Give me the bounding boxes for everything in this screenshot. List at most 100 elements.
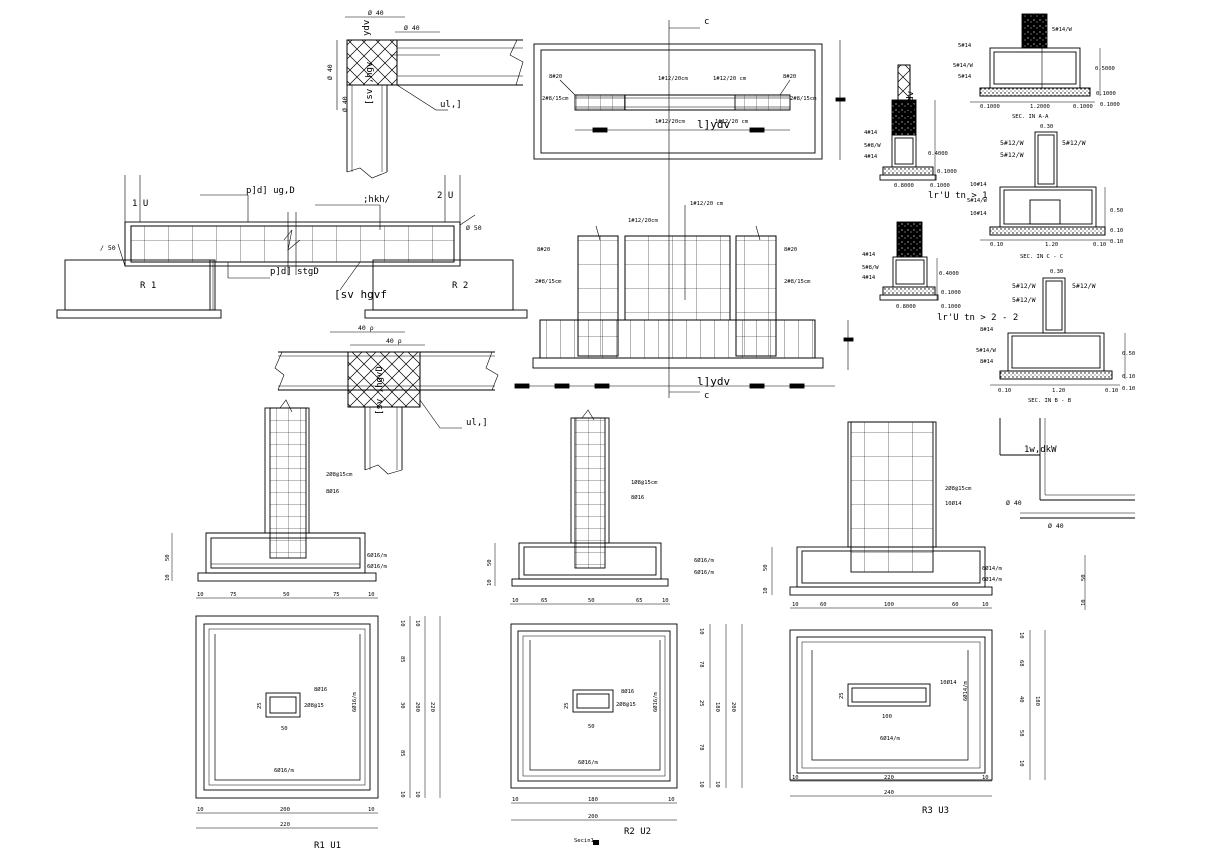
footing-r1-plan — [195, 615, 441, 829]
r2-plan-dv-left-1: 78 — [698, 661, 704, 668]
r1-base-label-1: 6Ø16/m — [367, 563, 388, 570]
r1-col-label-0: 2Ø8@15cm — [326, 471, 353, 478]
sec-c-dim-2: 0.10 — [1110, 228, 1123, 234]
bottom-elevation-labels: 1#12/20cm 1#12/20 cm 8#20 2#8/15cm 8#20 … — [535, 201, 811, 388]
r1-caption: R1 U1 — [314, 841, 341, 851]
r1-plan-inner-0: 25 — [257, 702, 263, 709]
s2-label-1: 5#8/W — [862, 265, 879, 271]
sec-c-label-2: 5#12/W — [1000, 151, 1024, 159]
s2-label-2: 4#14 — [862, 275, 876, 281]
s2-dim-3: 0.8000 — [896, 304, 916, 310]
small-section-2-labels: 4#14 5#8/W 4#14 0.4000 0.1000 0.1000 0.8… — [862, 252, 1018, 323]
r1-plan-dv-left-0: 10 — [399, 620, 405, 627]
r3-plan-dv-left-4: 10 — [1018, 760, 1024, 767]
r3-plan-dv-left-3: 58 — [1018, 730, 1024, 737]
r1-dim-v-0: 50 — [165, 554, 171, 561]
r3-dim-h-0: 10 — [792, 602, 799, 608]
sec-b-dim-4: 0.10 — [998, 388, 1011, 394]
s2-caption: lr'U tn > 2 - 2 — [937, 313, 1018, 323]
r1-plan-dv-left-4: 10 — [399, 791, 405, 798]
sec-c-label-4: 5#14/W — [967, 198, 988, 204]
r2-plan-label-2: 6Ø16/m — [652, 691, 659, 712]
s1-label-2: 4#14 — [864, 154, 878, 160]
r3-plan-dv-right-0: 180 — [1034, 696, 1040, 706]
r1-plan-dh-1: 200 — [280, 807, 290, 813]
r3-plan-label-0: 10Ø14 — [940, 679, 957, 686]
r3-plan-dh-2: 10 — [982, 775, 989, 781]
sec-b-dim-3: 0.10 — [1122, 386, 1135, 392]
r2-col-label-0: 1Ø8@15cm — [631, 479, 658, 486]
r1-plan-dh-0: 10 — [197, 807, 204, 813]
section-c-c — [980, 131, 1110, 241]
corner-top-tag-a: ydv — [362, 20, 372, 36]
r2-plan-label-1: 2Ø8@15 — [616, 701, 636, 708]
r1-plan-label-3: 6Ø16/m — [274, 767, 295, 774]
corner-top-tag-b: [sv ,hgv — [365, 62, 375, 105]
r1-plan-dv-left-3: 85 — [399, 750, 405, 757]
footing-r3-plan — [789, 629, 1046, 797]
sec-b-label-3: 8#14 — [980, 327, 994, 333]
r2-plan-dv-left-2: 25 — [698, 700, 704, 707]
sec-c-label-3: 10#14 — [970, 182, 987, 188]
r3-base-label-0: 6Ø14/m — [982, 565, 1003, 572]
corner-mid-dim-a: 40 ρ — [358, 324, 374, 332]
footing-r2-plan — [510, 623, 743, 821]
sec-c-label-5: 10#14 — [970, 211, 987, 217]
s2-dim-1: 0.1000 — [941, 290, 961, 296]
r2-base-label-0: 6Ø16/m — [694, 557, 715, 564]
sec-c-dim-6: 0.10 — [1093, 242, 1106, 248]
sec-a-dim-2: 0.1000 — [1100, 102, 1120, 108]
r2-plan-inner-0: 25 — [564, 702, 570, 709]
sec-b-dim-2: 0.10 — [1122, 374, 1135, 380]
sec-b-dim-6: 0.10 — [1105, 388, 1118, 394]
sec-b-dim-5: 1.20 — [1052, 388, 1065, 394]
beam-bottom-label: p]d] stgD — [270, 267, 319, 277]
beam-top-label-2: ;hkh/ — [363, 195, 390, 205]
top-elev-label-b2: 1#12/20 cm — [715, 119, 749, 125]
s1-dim-2: 0.1000 — [930, 183, 950, 189]
corner-top-callout: ul,] — [440, 100, 462, 110]
top-elev-caption: l]ydv — [697, 118, 730, 131]
r3-dim-h-2: 100 — [884, 602, 894, 608]
sec-c-dim-5: 1.20 — [1045, 242, 1058, 248]
detail-right-tag: 1w,dkW — [1024, 445, 1057, 455]
footing-r3-elevation — [771, 421, 1086, 610]
footing-r1-elevation — [171, 399, 378, 599]
section-mark-c-top: c — [704, 17, 709, 27]
r1-plan-inner-1: 50 — [281, 726, 288, 732]
section-c-c-labels: 5#12/W 5#12/W 5#12/W 10#14 5#14/W 10#14 … — [967, 124, 1123, 260]
r2-plan-label-3: 6Ø16/m — [578, 759, 599, 766]
sec-b-label-1: 5#12/W — [1072, 282, 1096, 290]
r1-plan-label-1: 2Ø8@15 — [304, 702, 324, 709]
sec-b-label-0: 5#12/W — [1012, 282, 1036, 290]
s2-dim-0: 0.4000 — [939, 271, 959, 277]
top-elev-label-tr: 8#20 — [783, 74, 796, 80]
top-elev-label-ml: 2#8/15cm — [542, 96, 569, 102]
corner-mid-callout: ul,] — [466, 418, 488, 428]
corner-mid-dim-b: 40 ρ — [386, 337, 402, 345]
r2-caption: R2 U2 — [624, 827, 651, 837]
top-elev-label-tl: 8#20 — [549, 74, 562, 80]
r2-plan-label-0: 8Ø16 — [621, 688, 634, 695]
sec-a-label-3: 5#14 — [958, 74, 972, 80]
r2-dim-v-0: 50 — [487, 559, 493, 566]
r2-plan-inner-1: 50 — [588, 724, 595, 730]
corner-top-dim-v1: Ø 40 — [326, 64, 334, 80]
beam-left-tag: 1 U — [132, 199, 148, 209]
r3-caption: R3 U3 — [922, 806, 949, 816]
sec-a-label-2: 5#14/W — [953, 63, 974, 69]
r3-dim-v-0: 50 — [763, 564, 769, 571]
r3-plan-label-2: 6Ø14/m — [880, 735, 901, 742]
sec-c-dim-3: 0.10 — [1110, 239, 1123, 245]
r1-base-label-0: 6Ø16/m — [367, 552, 388, 559]
corner-top-dim-b: Ø 40 — [404, 24, 420, 32]
r1-plan-label-0: 8Ø16 — [314, 686, 327, 693]
bot-elev-label-l2: 2#8/15cm — [535, 279, 562, 285]
r2-base-label-1: 6Ø16/m — [694, 569, 715, 576]
r3-base-label-1: 6Ø14/m — [982, 576, 1003, 583]
r3-dim-v-3: 10 — [1081, 599, 1087, 606]
beam-right-tag: 2 U — [437, 191, 453, 201]
sec-b-label-4: 5#14/W — [976, 348, 997, 354]
sec-b-label-5: 8#14 — [980, 359, 994, 365]
